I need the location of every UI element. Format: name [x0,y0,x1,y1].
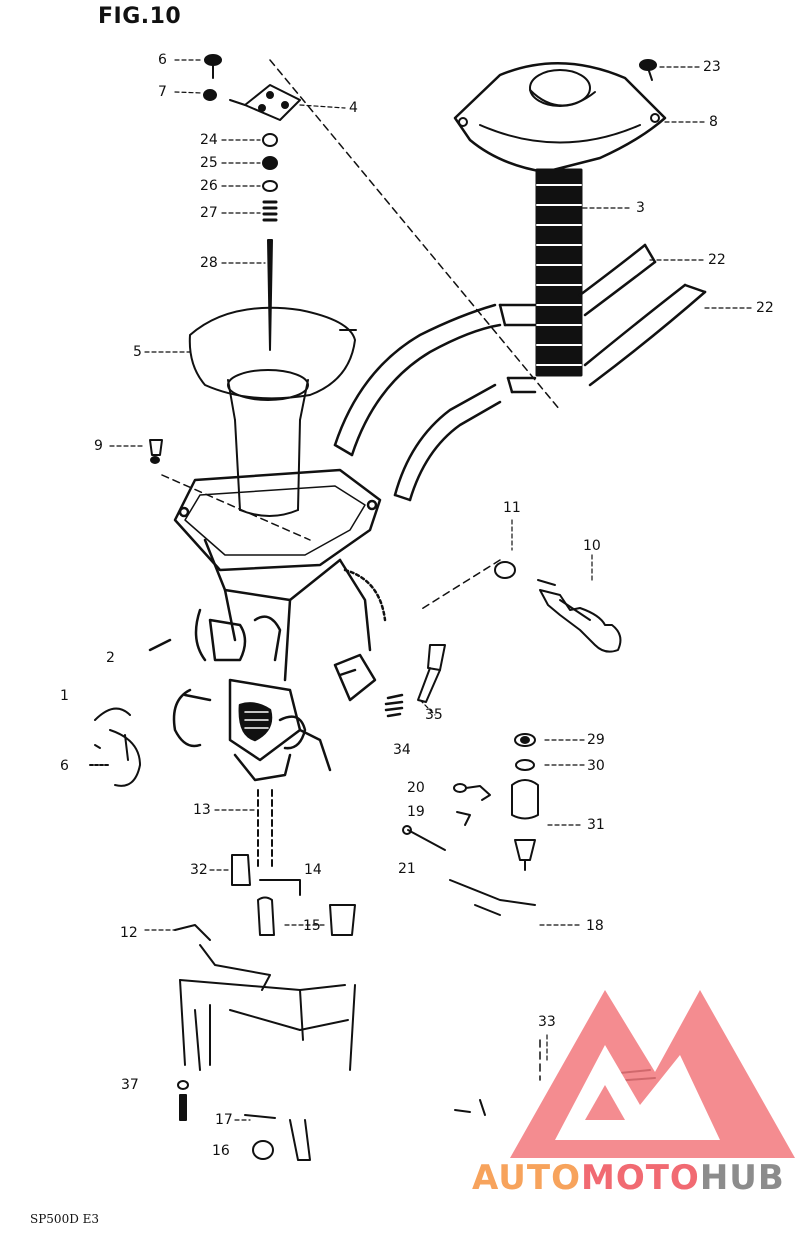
callout-21: 21 [398,861,416,877]
callout-4: 4 [349,100,358,116]
callout-11: 11 [503,500,521,516]
callout-22a: 22 [708,252,726,268]
left-side-parts [89,707,141,787]
pilot-screw-parts [402,783,491,851]
watermark-part-hub: HUB [699,1158,785,1198]
callout-20: 20 [407,780,425,796]
callout-28: 28 [200,255,218,271]
spring-part [535,168,583,377]
callout-30: 30 [587,758,605,774]
drain-parts [177,1080,311,1161]
watermark-wordmark: AUTOMOTOHUB [472,1158,785,1198]
carburettor-body [148,468,387,782]
figure-title: FIG.10 [98,4,182,29]
needle-stack [203,54,301,351]
screw-23 [639,59,657,81]
callout-34: 34 [393,742,411,758]
diagram-code: SP500D E3 [30,1212,100,1226]
callout-17: 17 [215,1112,233,1128]
callout-13: 13 [193,802,211,818]
callout-25: 25 [200,155,218,171]
callout-31: 31 [587,817,605,833]
callout-22b: 22 [756,300,774,316]
callout-7: 7 [158,84,167,100]
dashed-leaders [161,59,561,1081]
callout-12: 12 [120,925,138,941]
callout-37: 37 [121,1077,139,1093]
callout-18: 18 [586,918,604,934]
callout-9: 9 [94,438,103,454]
slide-diaphragm [188,306,357,517]
hose-parts [333,243,707,502]
watermark-part-auto: AUTO [472,1158,581,1198]
callout-24: 24 [200,132,218,148]
callout-1: 1 [60,688,69,704]
callout-16: 16 [212,1143,230,1159]
callout-6b: 6 [60,758,69,774]
spring-34 [384,693,404,718]
screw-35 [417,644,446,703]
watermark-part-moto: MOTO [580,1158,700,1198]
callout-32: 32 [190,862,208,878]
float-chamber [174,789,536,1116]
callout-35: 35 [425,707,443,723]
callout-5: 5 [133,344,142,360]
callout-26: 26 [200,178,218,194]
callout-19: 19 [407,804,425,820]
callout-3: 3 [636,200,645,216]
float-parts [511,733,539,871]
screw-9 [149,439,163,464]
callout-15: 15 [303,918,321,934]
top-cap-part [453,62,667,174]
choke-plunger [494,561,622,653]
callout-27: 27 [200,205,218,221]
callout-6: 6 [158,52,167,68]
callout-33: 33 [538,1014,556,1030]
callout-29: 29 [587,732,605,748]
callout-23: 23 [703,59,721,75]
callout-2: 2 [106,650,115,666]
watermark-logo-triangle [510,990,795,1158]
callout-leaders [109,59,753,1121]
callout-10: 10 [583,538,601,554]
callout-14: 14 [304,862,322,878]
callout-8: 8 [709,114,718,130]
